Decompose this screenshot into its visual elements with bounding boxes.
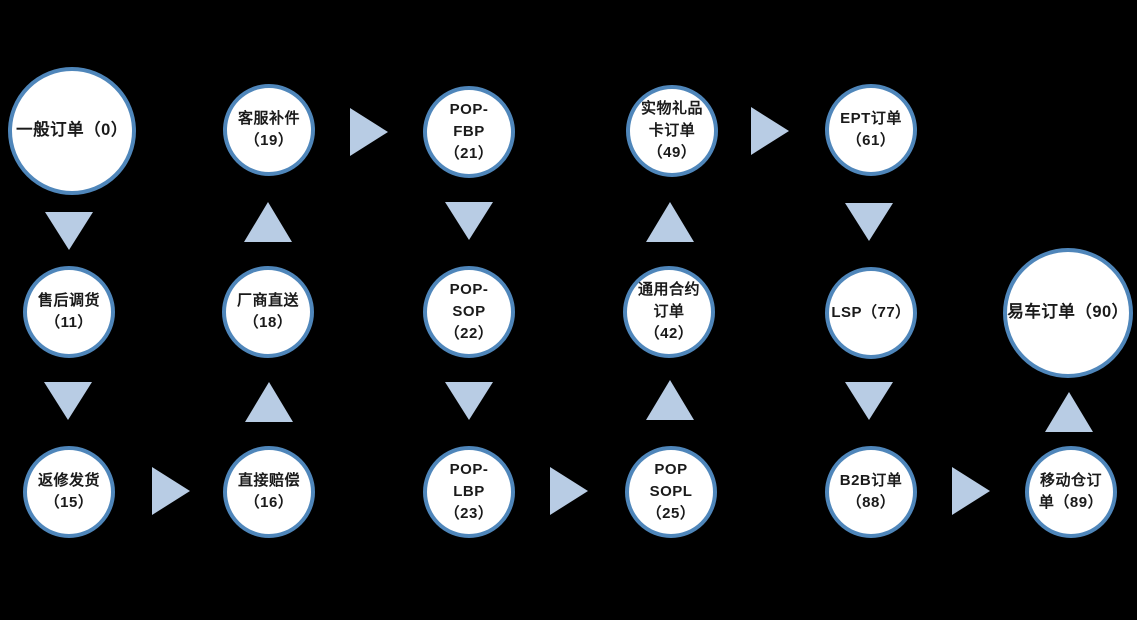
arrow-up-icon-16-to-18: [245, 382, 293, 422]
node-label: 售后调货 （11）: [37, 292, 100, 331]
arrow-right-icon-49-to-61: [751, 107, 789, 155]
node-label: 直接赔偿 （16）: [237, 472, 300, 511]
node-physical-gift-card-order-49: 实物礼品 卡订单 （49）: [626, 85, 718, 177]
node-label: 移动仓订 单（89）: [1038, 472, 1104, 511]
node-ept-order-61: EPT订单 （61）: [825, 84, 917, 176]
arrow-down-icon-61-to-77: [845, 203, 893, 241]
arrow-down-icon-22-to-23: [445, 382, 493, 420]
arrow-up-icon-89-to-90: [1045, 392, 1093, 432]
node-label: 易车订单（90）: [1007, 303, 1129, 322]
arrow-up-icon-42-to-49: [646, 202, 694, 242]
node-repair-shipment-15: 返修发货 （15）: [23, 446, 115, 538]
arrow-down-icon-0-to-11: [45, 212, 93, 250]
arrow-right-icon-23-to-25: [550, 467, 588, 515]
node-b2b-order-88: B2B订单 （88）: [825, 446, 917, 538]
node-yiche-order-90: 易车订单（90）: [1003, 248, 1133, 378]
arrow-up-icon-25-to-42: [646, 380, 694, 420]
node-after-sales-transfer-11: 售后调货 （11）: [23, 266, 115, 358]
node-label: 一般订单（0）: [16, 121, 128, 140]
node-customer-service-parts-19: 客服补件 （19）: [223, 84, 315, 176]
arrow-down-icon-77-to-88: [845, 382, 893, 420]
node-label: POP- SOP （22）: [444, 281, 494, 342]
arrow-down-icon-11-to-15: [44, 382, 92, 420]
node-manufacturer-direct-18: 厂商直送 （18）: [222, 266, 314, 358]
arrow-down-icon-21-to-22: [445, 202, 493, 240]
node-label: 厂商直送 （18）: [236, 292, 299, 331]
node-label: EPT订单 （61）: [840, 110, 902, 149]
node-lsp-77: LSP（77）: [825, 267, 917, 359]
node-label: POP- FBP （21）: [444, 101, 494, 162]
node-label: B2B订单 （88）: [839, 472, 903, 511]
node-label: 返修发货 （15）: [37, 472, 100, 511]
node-pop-sop-22: POP- SOP （22）: [423, 266, 515, 358]
node-label: LSP（77）: [831, 304, 911, 322]
node-label: POP- LBP （23）: [444, 461, 494, 522]
arrow-right-icon-88-to-89: [952, 467, 990, 515]
node-pop-fbp-21: POP- FBP （21）: [423, 86, 515, 178]
node-general-contract-order-42: 通用合约 订单 （42）: [623, 266, 715, 358]
node-label: 客服补件 （19）: [237, 110, 300, 149]
node-label: POP SOPL （25）: [646, 461, 696, 522]
node-direct-compensation-16: 直接赔偿 （16）: [223, 446, 315, 538]
node-pop-sopl-25: POP SOPL （25）: [625, 446, 717, 538]
node-label: 通用合约 订单 （42）: [637, 281, 700, 342]
arrow-right-icon-15-to-16: [152, 467, 190, 515]
node-mobile-warehouse-order-89: 移动仓订 单（89）: [1025, 446, 1117, 538]
node-pop-lbp-23: POP- LBP （23）: [423, 446, 515, 538]
node-label: 实物礼品 卡订单 （49）: [640, 100, 703, 161]
arrow-right-icon-19-to-21: [350, 108, 388, 156]
arrow-up-icon-18-to-19: [244, 202, 292, 242]
node-general-order-0: 一般订单（0）: [8, 67, 136, 195]
